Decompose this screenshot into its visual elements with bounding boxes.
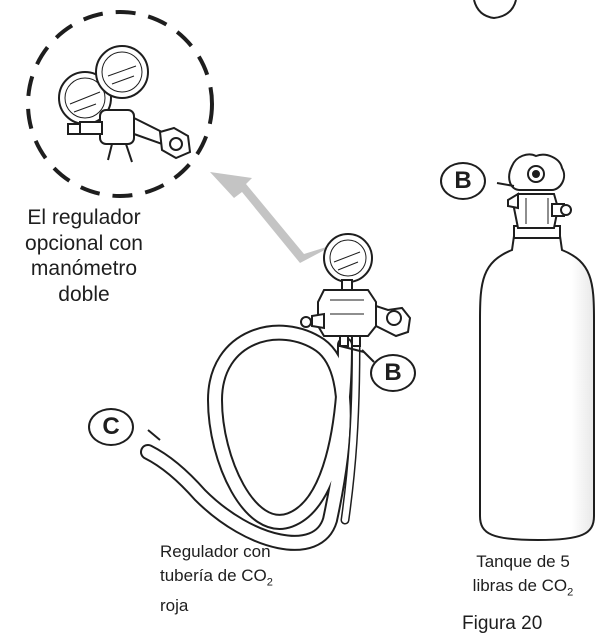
regulator-label-line-1: Regulador con: [160, 542, 271, 561]
figure-caption: Figura 20: [462, 613, 543, 634]
regulator-tubing-label: Regulador con tubería de CO2 roja: [160, 540, 330, 618]
tank-label-line-2: libras de CO2: [448, 574, 598, 604]
callout-b-regulator: B: [370, 354, 416, 392]
tank-label-subscript: 2: [567, 586, 574, 599]
optional-label-line-3: manómetro: [30, 257, 138, 280]
callout-b2-leader: [361, 349, 375, 363]
optional-regulator-label: El regulador opcional con manómetro dobl…: [0, 205, 168, 307]
partial-callout-circle: [473, 0, 517, 20]
optional-label-line-2: opcional con: [25, 231, 143, 255]
callout-b-leader: [496, 182, 515, 187]
tank-label-line-1: Tanque de 5: [476, 552, 570, 571]
red-co2-tubing: [140, 324, 361, 551]
regulator-label-line-3: roja: [160, 596, 189, 616]
callout-c-tubing: C: [88, 408, 134, 446]
tank-label-line-2-text: libras de CO: [472, 576, 568, 595]
regulator-label-subscript: 2: [266, 576, 273, 589]
callout-c-leader: [147, 429, 161, 441]
regulator-label-line-2: tubería de CO2: [160, 564, 330, 594]
co2-tank: [479, 153, 595, 542]
double-gauge-regulator: [58, 45, 192, 163]
single-gauge-regulator: [300, 233, 412, 353]
regulator-label-line-2-text: tubería de CO: [160, 566, 267, 585]
optional-label-line-4: doble: [58, 282, 110, 306]
pointer-arrow: [210, 172, 336, 263]
callout-b-tank: B: [440, 162, 486, 200]
tank-label: Tanque de 5 libras de CO2: [448, 550, 598, 604]
optional-regulator-detail-circle: [26, 10, 214, 198]
optional-label-line-1: El regulador: [27, 206, 141, 229]
